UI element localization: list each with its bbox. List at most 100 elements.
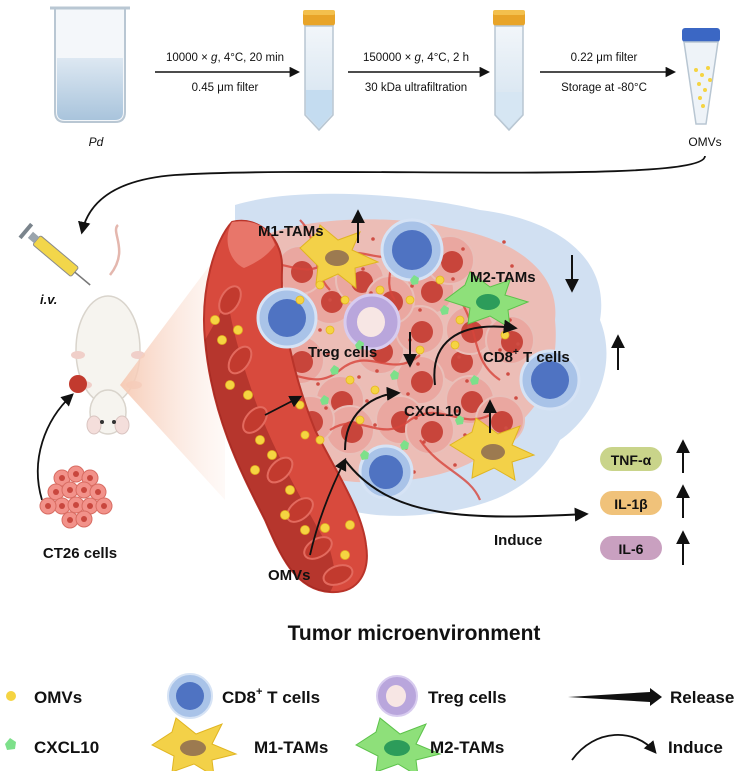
vessel-omvs-label: OMVs — [268, 567, 311, 584]
vessel-omv — [320, 523, 330, 533]
m2-tams-label: M2-TAMs — [470, 269, 536, 286]
tumor-cxcl10 — [390, 370, 399, 380]
step2-ultrafiltration: 30 kDa ultrafiltration — [365, 82, 467, 94]
tumor-granule — [514, 396, 518, 400]
legend-cxcl10-swatch — [5, 738, 16, 750]
legend-treg-swatch — [376, 675, 418, 717]
tumor-cell-nucleus — [421, 281, 443, 303]
tumor-cell-nucleus — [411, 321, 433, 343]
tumor-cxcl10 — [360, 450, 369, 460]
cytokine-il-1beta: IL-1β — [600, 491, 662, 515]
tumor-granule — [375, 369, 379, 373]
route-label: i.v. — [40, 292, 57, 307]
tumor-omv — [450, 340, 460, 350]
syringe-icon — [18, 222, 91, 286]
tumor-omv — [315, 435, 325, 445]
vessel-omv — [345, 520, 355, 530]
tumor-omv — [500, 330, 510, 340]
tumor-granule — [410, 284, 414, 288]
cd8-t-cell-4 — [358, 444, 414, 500]
vessel-omv — [233, 325, 243, 335]
legend-omvs-label: OMVs — [34, 688, 82, 707]
tumor-granule — [457, 355, 461, 359]
red-blood-cell — [322, 564, 354, 586]
vessel-omv — [217, 335, 227, 345]
ct26-cell-nucleus — [53, 489, 59, 495]
ct26-cell-nucleus — [81, 516, 87, 522]
tumor-cell-nucleus — [351, 271, 373, 293]
tumor-cell-nucleus — [441, 251, 463, 273]
ct26-cell-nucleus — [67, 487, 73, 493]
section-title: Tumor microenvironment — [288, 622, 541, 645]
tumor-cxcl10 — [410, 275, 419, 285]
omv-tube — [682, 28, 720, 125]
legend-m1-swatch — [150, 717, 238, 771]
tumor-granule — [361, 267, 365, 271]
tumor-omv — [315, 280, 325, 290]
implant-curve-arrow — [36, 393, 74, 501]
tumor-granule — [461, 247, 465, 251]
red-blood-cell — [218, 285, 242, 315]
ct26-cell-nucleus — [87, 503, 93, 509]
tumor-omv — [325, 325, 335, 335]
ct26-cell-nucleus — [67, 517, 73, 523]
cytokine-il-6: IL-6 — [600, 536, 662, 560]
tumor-cell-nucleus — [461, 321, 483, 343]
tumor-granule — [498, 348, 502, 352]
step3-filter: 0.22 μm filter — [571, 52, 638, 64]
tumor-omv — [375, 285, 385, 295]
ct26-cell-nucleus — [59, 475, 65, 481]
vessel-omv — [280, 510, 290, 520]
tumor-granule — [416, 362, 420, 366]
vessel-omv — [250, 465, 260, 475]
centrifuge-tube-1 — [303, 10, 335, 132]
product-label: OMVs — [688, 135, 721, 149]
ct26-cell-nucleus — [81, 487, 87, 493]
tumor-granule — [316, 382, 320, 386]
vessel-omv — [300, 525, 310, 535]
step3-storage: Storage at -80°C — [561, 82, 647, 94]
vessel-omv — [243, 390, 253, 400]
m1-tam-bottom — [449, 417, 536, 481]
induce-cytokines-arrow — [344, 459, 589, 522]
cxcl10-recruit-arrow — [433, 319, 518, 386]
red-blood-cell — [242, 406, 268, 434]
tumor-granule — [506, 372, 510, 376]
ct26-cell-nucleus — [101, 503, 107, 509]
tumor-cell-nucleus — [291, 351, 313, 373]
legend-cd8-swatch — [167, 673, 213, 719]
ct26-cell-nucleus — [59, 503, 65, 509]
legend-m1-label: M1-TAMs — [254, 738, 328, 757]
tumor-omv — [405, 295, 415, 305]
centrifuge-tube-2 — [493, 10, 525, 132]
tumor-granule — [465, 379, 469, 383]
cd8-t-cell-1 — [380, 218, 444, 282]
induce-label: Induce — [494, 532, 542, 549]
cxcl10-label: CXCL10 — [404, 403, 462, 420]
legend-release-label: Release — [670, 688, 734, 707]
cd8-t-cell-2 — [256, 287, 318, 349]
red-blood-cell — [286, 497, 314, 523]
ct26-cell-nucleus — [45, 503, 51, 509]
tumor-cxcl10 — [320, 395, 329, 405]
tumor-cxcl10 — [470, 375, 479, 385]
tumor-omv — [295, 400, 305, 410]
tumor-cxcl10 — [455, 415, 464, 425]
legend-release-arrow — [568, 688, 662, 706]
ct26-cell-nucleus — [95, 489, 101, 495]
m1-tams-label: M1-TAMs — [258, 223, 324, 240]
tumor-omv — [455, 315, 465, 325]
tumor-granule — [455, 409, 459, 413]
tumor-cell-nucleus — [411, 371, 433, 393]
tumor-granule — [357, 375, 361, 379]
tumor-granule — [324, 406, 328, 410]
ct26-cells-label: CT26 cells — [43, 545, 117, 562]
tumor-omv — [435, 275, 445, 285]
vessel-omv — [210, 315, 220, 325]
tumor-cell-nucleus — [321, 291, 343, 313]
cytokine-il-1beta-label: IL-1β — [614, 496, 648, 512]
tumor-omv — [345, 375, 355, 385]
tumor-granule — [373, 423, 377, 427]
vessel-omv — [340, 550, 350, 560]
